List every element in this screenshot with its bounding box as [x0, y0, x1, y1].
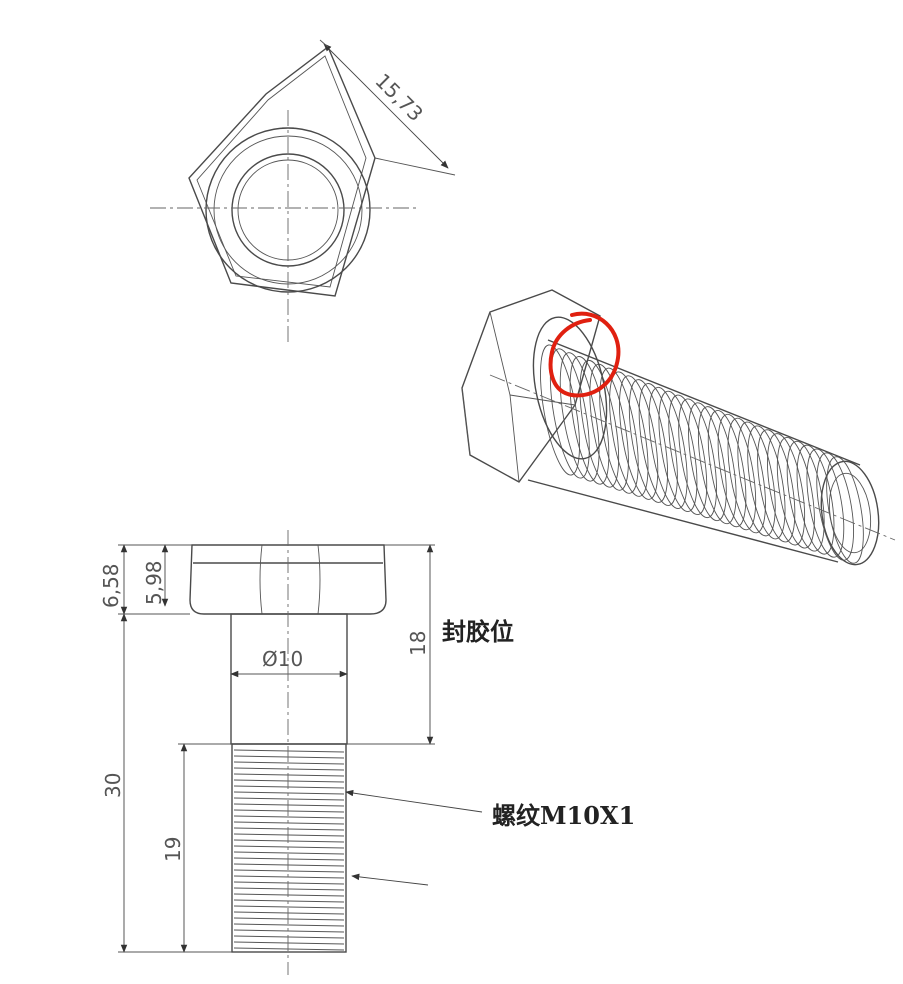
thread-spec-label: 螺纹M10X1: [492, 801, 635, 830]
thread-line: [233, 761, 345, 765]
thread-ring: [678, 398, 717, 519]
thread-line: [233, 809, 345, 813]
thread-line: [233, 887, 345, 891]
glue-position-label: 封胶位: [442, 617, 514, 646]
across-corners-dim: 15,73: [370, 69, 427, 126]
thread-line: [233, 917, 345, 921]
thread-line: [233, 869, 345, 873]
thread-ring: [589, 363, 629, 491]
thread-ring: [648, 386, 688, 509]
thread-ring: [717, 413, 757, 531]
thread-line: [233, 755, 345, 759]
thread-line: [233, 749, 345, 753]
thread-line: [233, 827, 345, 831]
thread-line: [233, 851, 345, 855]
thread-line: [233, 767, 345, 771]
top-view: 15,73: [150, 39, 456, 345]
thread-ring: [697, 406, 737, 525]
shank: [230, 613, 348, 745]
thread-ring: [776, 437, 815, 549]
thread-ring: [668, 394, 708, 516]
thread-line: [233, 947, 345, 951]
thread-line: [233, 911, 345, 915]
thread-line: [233, 815, 345, 819]
thread-line: [233, 779, 345, 783]
thread-ring: [737, 421, 776, 537]
thread-ring: [727, 417, 766, 534]
thread-ring: [628, 379, 669, 503]
thread-line: [233, 821, 345, 825]
side-view: Ø10 6,58 5,98 18 封胶位 30 19 螺纹M10X1: [99, 530, 635, 975]
highlight-circle: [548, 311, 621, 398]
thread-lines: [233, 749, 345, 951]
thread-ring: [658, 390, 698, 513]
thread-line: [233, 905, 345, 909]
thread-ring: [786, 440, 825, 552]
thread-line: [233, 791, 345, 795]
head-height-dim: 6,58: [99, 563, 123, 608]
thread-ring: [549, 348, 590, 479]
head-flat-height-dim: 5,98: [142, 560, 166, 605]
total-length-dim: 30: [101, 773, 125, 798]
thread-ring: [540, 344, 580, 476]
thread-line: [233, 863, 345, 867]
thread-line: [233, 785, 345, 789]
thread-ring: [757, 429, 796, 543]
thread-line: [233, 857, 345, 861]
thread-ring: [707, 410, 747, 528]
shank-diameter-dim: Ø10: [262, 647, 303, 671]
thread-line: [233, 899, 345, 903]
thread-length-dim: 19: [161, 837, 185, 862]
thread-line: [233, 803, 345, 807]
thread-line: [233, 845, 345, 849]
thread-line: [233, 923, 345, 927]
thread-line: [233, 929, 345, 933]
isometric-view: [461, 289, 896, 566]
glue-length-dim: 18: [406, 631, 430, 656]
shaft-end: [820, 460, 880, 566]
thread-line: [233, 881, 345, 885]
thread-line: [233, 893, 345, 897]
thread-line: [233, 833, 345, 837]
thread-ring: [796, 444, 835, 555]
threaded-section: [231, 743, 347, 953]
thread-ring: [816, 452, 854, 561]
thread-ring: [767, 433, 806, 546]
thread-line: [233, 875, 345, 879]
thread-ring: [579, 359, 620, 488]
hex-outline: [188, 45, 376, 297]
thread-line: [233, 941, 345, 945]
thread-ring: [688, 402, 727, 522]
thread-line: [233, 797, 345, 801]
thread-ring: [609, 371, 649, 497]
thread-ring: [747, 425, 786, 540]
head-outline: [189, 544, 387, 615]
thread-ring: [806, 448, 845, 558]
thread-line: [233, 839, 345, 843]
thread-line: [233, 935, 345, 939]
thread-ring: [569, 356, 610, 485]
hex-head: [461, 289, 601, 483]
thread-ring: [619, 375, 659, 500]
thread-ring: [638, 383, 678, 506]
thread-line: [233, 773, 345, 777]
thread-ring: [599, 367, 639, 494]
